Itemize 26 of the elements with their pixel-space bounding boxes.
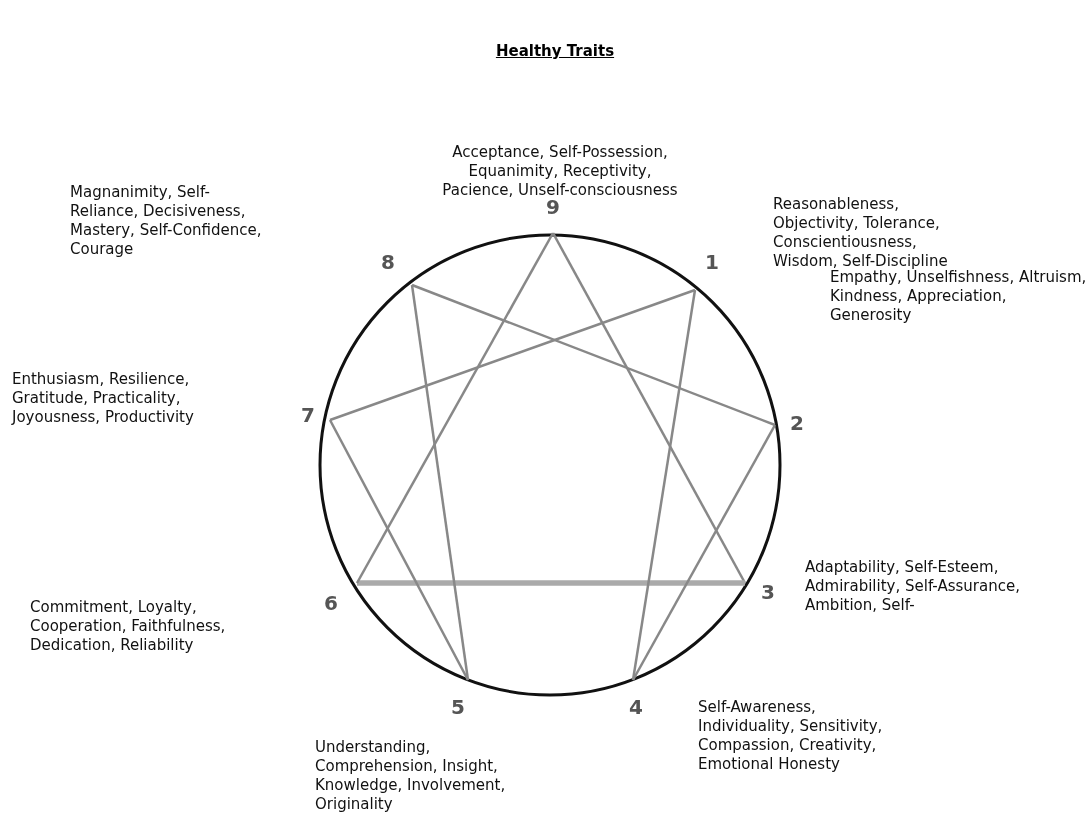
- point-number: 6: [320, 591, 342, 615]
- connecting-line: [631, 289, 697, 681]
- connecting-line: [410, 284, 470, 681]
- trait-list: Reasonableness, Objectivity, Tolerance, Conscientiousness, Wisdom, Self-Discipline: [773, 195, 978, 271]
- connecting-line: [551, 232, 747, 584]
- trait-list: Empathy, Unselfishness, Altruism, Kindness, Appreciation, Generosity: [830, 268, 1092, 325]
- point-number: 1: [701, 250, 723, 274]
- point-number: 4: [625, 695, 647, 719]
- connecting-line: [357, 580, 745, 586]
- trait-list: Self-Awareness, Individuality, Sensitivity, Compassion, Creativity, Emotional Honesty: [698, 698, 910, 774]
- connecting-line: [631, 424, 777, 681]
- trait-list: Magnanimity, Self-Reliance, Decisiveness, Mastery, Self-Confidence, Courage: [70, 183, 270, 259]
- connecting-line: [328, 419, 470, 681]
- trait-list: Adaptability, Self-Esteem, Admirability, Self-Assurance, Ambition, Self-: [805, 558, 1092, 615]
- point-number: 5: [447, 695, 469, 719]
- title: Healthy Traits: [494, 42, 616, 60]
- trait-list: Commitment, Loyalty, Cooperation, Faithfulness, Dedication, Reliability: [30, 598, 240, 655]
- point-number: 8: [377, 250, 399, 274]
- trait-list: Understanding, Comprehension, Insight, Knowledge, Involvement, Originality: [315, 738, 530, 814]
- connecting-line: [411, 283, 776, 427]
- point-number: 7: [297, 403, 319, 427]
- point-number: 2: [786, 411, 808, 435]
- connecting-line: [329, 288, 696, 422]
- connecting-line: [355, 232, 555, 584]
- trait-list: Enthusiasm, Resilience, Gratitude, Practicality, Joyousness, Productivity: [12, 370, 244, 427]
- point-number: 3: [757, 580, 779, 604]
